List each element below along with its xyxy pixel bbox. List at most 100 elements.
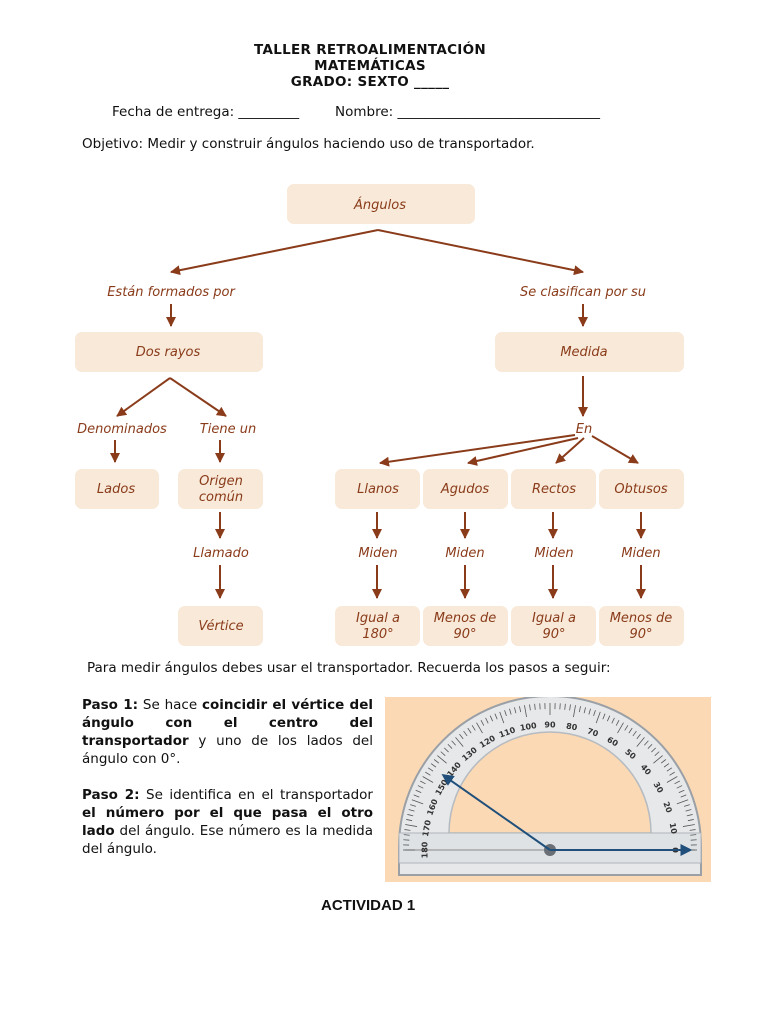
protractor-tick xyxy=(440,751,446,756)
protractor-tick xyxy=(647,743,653,749)
protractor-tick xyxy=(680,794,687,798)
link-right-label: Se clasifican por su xyxy=(520,285,646,300)
protractor-tick xyxy=(455,737,464,747)
protractor-tick xyxy=(569,704,571,711)
protractor-tick xyxy=(595,711,601,724)
protractor-tick xyxy=(410,804,417,807)
node-angulos xyxy=(287,184,475,224)
protractor-tick xyxy=(413,794,420,798)
node-measure-rectos xyxy=(511,606,596,646)
protractor-tick xyxy=(494,713,498,720)
miden-label-2: Miden xyxy=(445,546,484,561)
node-vertice-label: Vértice xyxy=(198,619,243,634)
date-field: Fecha de entrega: _________ xyxy=(112,104,300,120)
miden-label-1: Miden xyxy=(358,546,397,561)
title-line-3: GRADO: SEXTO _____ xyxy=(290,74,450,90)
protractor-tick xyxy=(519,706,522,713)
protractor-tick xyxy=(485,717,489,724)
protractor-tick xyxy=(433,759,440,764)
protractor-tick xyxy=(408,809,415,812)
step-2-bold: el número por el que pasa el otro lado xyxy=(82,805,373,839)
protractor-tick xyxy=(451,740,456,746)
step-1: Paso 1: Se hace coincidir el vértice del… xyxy=(82,696,373,768)
protractor-tick xyxy=(411,799,424,805)
link-llamado-label: Llamado xyxy=(193,546,249,561)
arrow-rayos-tiene xyxy=(169,377,227,417)
protractor-tick xyxy=(687,819,694,822)
protractor-tick xyxy=(674,780,680,785)
node-dos-rayos xyxy=(75,332,263,372)
measure-4-line-2: 90° xyxy=(629,627,652,642)
protractor-scale-label: 100 xyxy=(519,721,537,733)
protractor-ticks xyxy=(403,703,697,851)
protractor-tick xyxy=(403,834,410,836)
node-measure-obtusos xyxy=(599,606,684,646)
protractor-tick xyxy=(499,711,505,724)
protractor-tick xyxy=(636,737,645,747)
protractor-tick xyxy=(509,708,512,715)
node-origen xyxy=(178,469,263,509)
protractor-tick xyxy=(443,747,449,753)
protractor-tick xyxy=(415,789,422,794)
miden-label-3: Miden xyxy=(534,546,573,561)
type-obtusos-label: Obtusos xyxy=(614,482,668,497)
protractor-scale-label: 70 xyxy=(586,726,600,738)
protractor-tick xyxy=(476,722,483,734)
protractor-tick xyxy=(588,708,591,715)
protractor-scale-label: 180 xyxy=(421,841,430,858)
protractor-tick xyxy=(583,707,586,714)
protractor-tick xyxy=(683,804,690,807)
activity-title: ACTIVIDAD 1 xyxy=(321,897,416,914)
protractor-tick xyxy=(644,740,649,746)
protractor-tick xyxy=(578,706,581,713)
name-field: Nombre: ______________________________ xyxy=(335,104,600,120)
measure-2-line-2: 90° xyxy=(453,627,476,642)
step-2-text-b: del ángulo. Ese número es la medida del … xyxy=(82,823,373,857)
measure-3-line-1: Igual a xyxy=(532,611,576,626)
node-measure-agudos xyxy=(423,606,508,646)
type-rectos-label: Rectos xyxy=(532,482,576,497)
protractor-tick xyxy=(489,715,494,722)
protractor-tick xyxy=(422,776,434,783)
node-lados-label: Lados xyxy=(97,482,135,497)
step-1-text-b: y uno de los lados del ángulo con 0°. xyxy=(82,733,373,767)
measure-1-line-2: 180° xyxy=(362,627,393,642)
node-medida-label: Medida xyxy=(560,345,607,360)
protractor-tick xyxy=(606,715,611,722)
type-llanos-label: Llanos xyxy=(357,482,399,497)
link-tiene-label: Tiene un xyxy=(200,422,256,437)
protractor-illustration: 0102030405060708090100110120130140150160… xyxy=(385,697,711,882)
arrow-root-left xyxy=(170,229,379,276)
protractor-tick xyxy=(534,703,536,710)
protractor-tick xyxy=(406,819,413,822)
step-2: Paso 2: Se identifica en el transportado… xyxy=(82,786,373,858)
protractor-tick xyxy=(669,771,675,776)
protractor-tick xyxy=(430,763,437,768)
step-2-text-a: Se identifica en el transportador xyxy=(139,787,373,803)
link-en-label: En xyxy=(576,422,592,437)
arrow-en-agudos xyxy=(467,437,579,466)
node-rectos xyxy=(511,469,596,509)
step-1-bold: coincidir el vértice del ángulo con el c… xyxy=(82,697,373,749)
protractor-tick xyxy=(636,733,641,740)
protractor-tick xyxy=(666,767,673,772)
measure-1-line-1: Igual a xyxy=(356,611,400,626)
protractor-tick xyxy=(617,722,624,734)
protractor-tick xyxy=(564,703,566,710)
protractor-tick xyxy=(480,720,485,726)
node-origen-label-2: común xyxy=(199,490,243,505)
arrow-rayos-denominados xyxy=(116,377,171,417)
concept-map: Ángulos Están formados por Se clasifican… xyxy=(75,184,684,646)
protractor-scale-label: 170 xyxy=(421,819,433,837)
protractor-scale-label: 10 xyxy=(668,822,679,835)
protractor-tick xyxy=(651,747,657,753)
protractor-tick xyxy=(685,809,692,812)
protractor-tick xyxy=(663,763,670,768)
protractor-tick xyxy=(427,767,434,772)
protractor-tick xyxy=(514,707,517,714)
measure-4-line-1: Menos de xyxy=(610,611,673,626)
protractor-tick xyxy=(437,755,447,764)
protractor-tick xyxy=(690,834,697,836)
intro-text: Para medir ángulos debes usar el transpo… xyxy=(87,660,611,676)
protractor-tick xyxy=(405,824,418,827)
